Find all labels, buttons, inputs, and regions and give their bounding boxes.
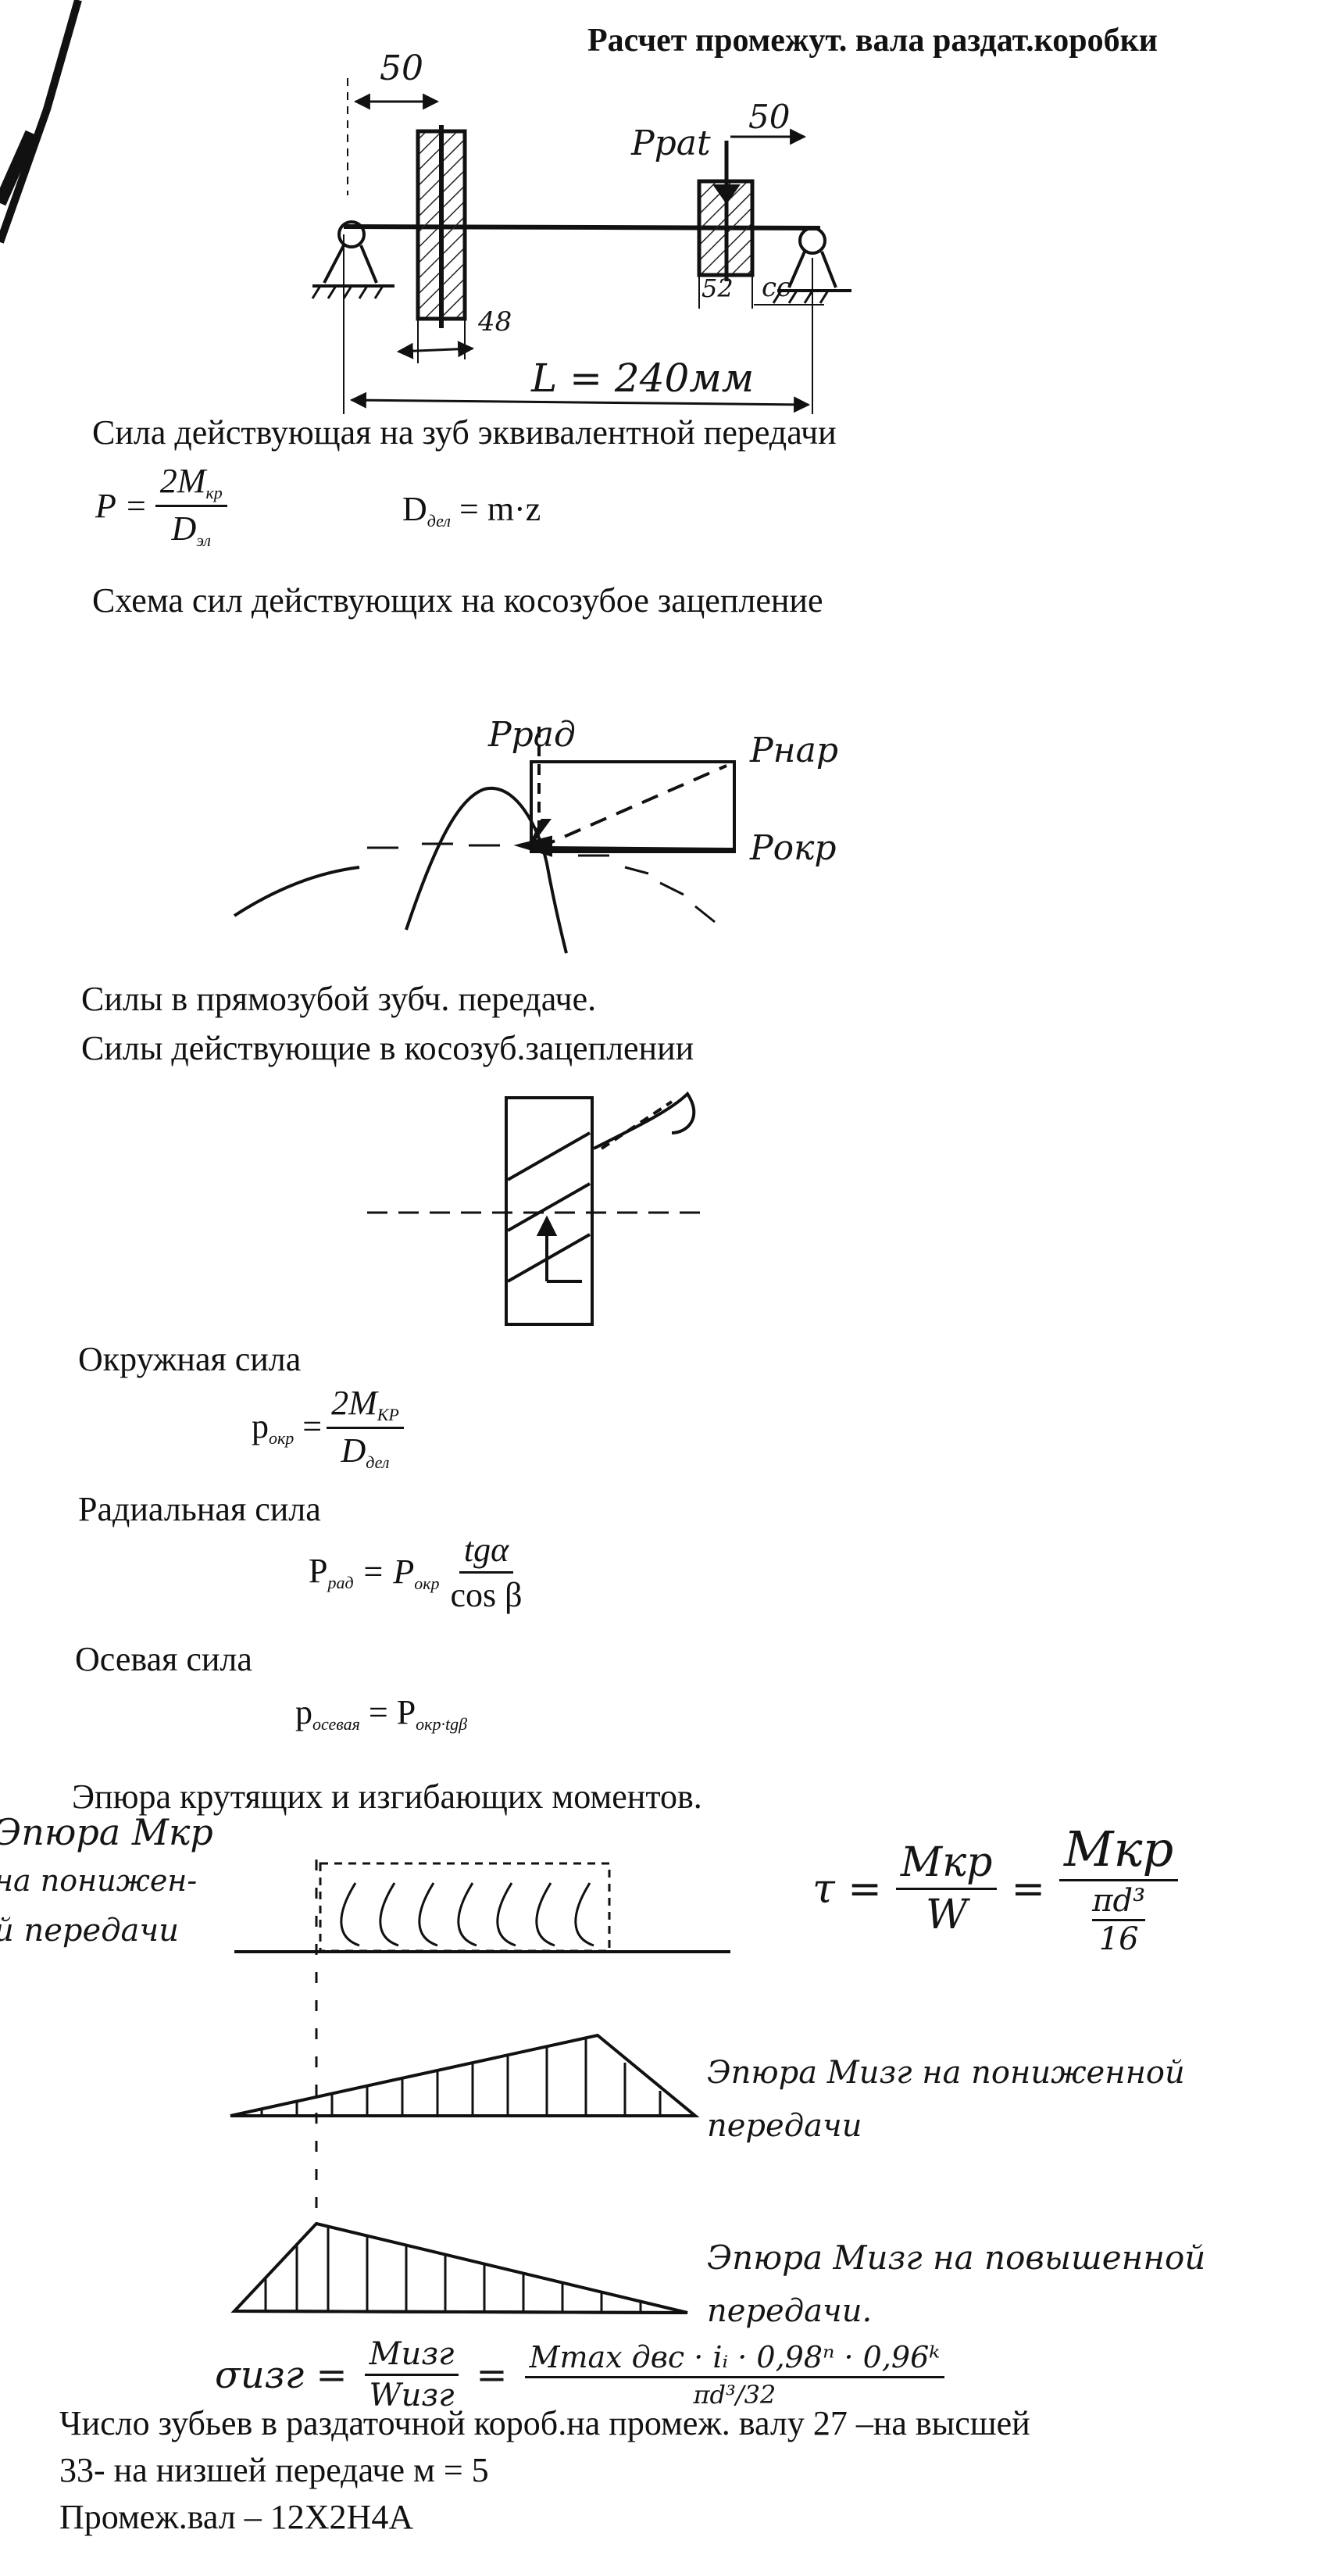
okr-num: 2M (331, 1384, 377, 1422)
label-p-okr: Pокр (750, 828, 837, 868)
rad-lhs-sub: рад (327, 1572, 354, 1592)
formula-p: P = 2Mкр Dэл (95, 461, 227, 551)
tau-fraction-2: Mкр πd³ 16 (1059, 1820, 1179, 1957)
rad-lhs: P (309, 1551, 328, 1590)
okr-fraction: 2MКР Dдел (327, 1383, 404, 1473)
torque-note-1: Эпюра Mкр (0, 1811, 213, 1853)
helical-gear-view (367, 1091, 711, 1326)
sigma-den-2: πd³/32 (693, 2380, 776, 2410)
rad-num: tgα (459, 1530, 514, 1574)
tau-den-2b: 16 (1098, 1921, 1139, 1957)
tau-num-1: Mкр (895, 1839, 998, 1890)
spur-forces-line: Силы в прямозубой зубч. передаче. (81, 980, 597, 1018)
edge-scribble (0, 0, 82, 244)
formula-d-lhs: D (402, 490, 427, 528)
dim-48: 48 (478, 306, 512, 338)
rad-mid: = P (361, 1552, 415, 1591)
sigma-fraction-2: Mmax двс · iᵢ · 0,98ⁿ · 0,96ᵏ πd³/32 (524, 2340, 945, 2410)
equiv-heading: Сила действующая на зуб эквивалентной пе… (92, 413, 837, 452)
okr-force-title: Окружная сила (78, 1340, 302, 1378)
dim-length: L = 240мм (531, 355, 755, 401)
footer-teeth-line: Число зубьев в раздаточной короб.на пром… (59, 2404, 1030, 2442)
formula-okr: pокр = 2MКР Dдел (252, 1383, 404, 1473)
formula-p-den: D (171, 509, 197, 548)
dim-cc: cc (762, 272, 792, 303)
okr-den-sub: дел (366, 1452, 390, 1472)
axial-rhs-sub: окр·tgβ (416, 1714, 468, 1734)
formula-rad: Pрад = Pокр tgα cos β (309, 1530, 523, 1615)
sigma-num-1: Mизг (364, 2336, 459, 2376)
dim-50-left: 50 (380, 48, 423, 88)
page-title: Расчет промежут. вала раздат.коробки (587, 23, 1158, 59)
rad-den: cos β (450, 1576, 523, 1614)
okr-num-sub: КР (377, 1405, 399, 1424)
formula-d-rhs: = m·z (451, 490, 541, 528)
label-p-rad: Pрад (488, 715, 576, 755)
formula-d: Dдел = m·z (402, 490, 541, 531)
sigma-lhs: σизг = (215, 2353, 348, 2397)
dim-52: 52 (701, 273, 734, 303)
formula-p-num: 2M (159, 462, 206, 500)
tau-lhs: τ = (812, 1865, 882, 1913)
formula-sigma: σизг = Mизг Wизг = Mmax двс · iᵢ · 0,98ⁿ… (215, 2336, 945, 2413)
axial-force-title: Осевая сила (75, 1640, 252, 1678)
tau-den-2a: πd³ (1092, 1883, 1146, 1921)
axial-rhs: = P (359, 1693, 416, 1731)
helical-scheme-heading: Схема сил действующих на косозубое зацеп… (92, 581, 823, 620)
moments-heading: Эпюра крутящих и изгибающих моментов. (72, 1777, 702, 1816)
force-label-prat: Pраt (631, 123, 711, 163)
footer-low-gear-line: 33- на низшей передаче м = 5 (59, 2451, 489, 2489)
formula-d-lhs-sub: дел (427, 511, 451, 531)
torque-note-3: й передачи (0, 1913, 180, 1949)
axial-lhs: p (295, 1693, 312, 1731)
bending-low-note-1: Эпюра Mизг на пониженной (707, 2055, 1185, 2091)
okr-lhs-sub: окр (269, 1427, 295, 1448)
rad-fraction: tgα cos β (451, 1530, 523, 1615)
bending-low-note-2: передачи (707, 2108, 862, 2144)
axial-lhs-sub: осевая (312, 1714, 360, 1734)
bending-high-note-2: передачи. (707, 2293, 873, 2329)
helical-forces-line: Силы действующие в косозуб.зацеплении (81, 1029, 694, 1067)
moment-diagrams (230, 1860, 730, 2314)
sigma-fraction-1: Mизг Wизг (364, 2336, 459, 2413)
footer-material-line: Промеж.вал – 12Х2Н4А (59, 2498, 414, 2536)
tau-fraction-1: Mкр W (895, 1839, 998, 1938)
formula-axial: pосевая = Pокр·tgβ (295, 1693, 468, 1734)
torque-note-2: на понижен- (0, 1863, 198, 1898)
bending-high-note-1: Эпюра Mизг на повышенной (707, 2238, 1206, 2277)
okr-den: D (341, 1431, 366, 1470)
tooth-force-diagram (233, 727, 736, 954)
rad-force-title: Радиальная сила (78, 1490, 321, 1528)
okr-lhs: p (252, 1406, 269, 1445)
sigma-den-1: Wизг (369, 2378, 455, 2413)
formula-p-num-sub: кр (205, 483, 223, 502)
dim-50-right: 50 (748, 98, 791, 136)
formula-tau: τ = Mкр W = Mкр πd³ 16 (812, 1820, 1179, 1957)
tau-den-1: W (925, 1892, 968, 1938)
formula-p-lhs: P = (95, 487, 148, 525)
label-p-nap: Pнар (750, 731, 838, 770)
formula-p-fraction: 2Mкр Dэл (155, 461, 227, 551)
rad-mid-sub: окр (414, 1573, 440, 1593)
shaft-sketch (311, 78, 851, 414)
tau-num-2: Mкр (1059, 1820, 1179, 1881)
formula-p-den-sub: эл (196, 531, 212, 550)
sigma-num-2: Mmax двс · iᵢ · 0,98ⁿ · 0,96ᵏ (524, 2340, 945, 2378)
